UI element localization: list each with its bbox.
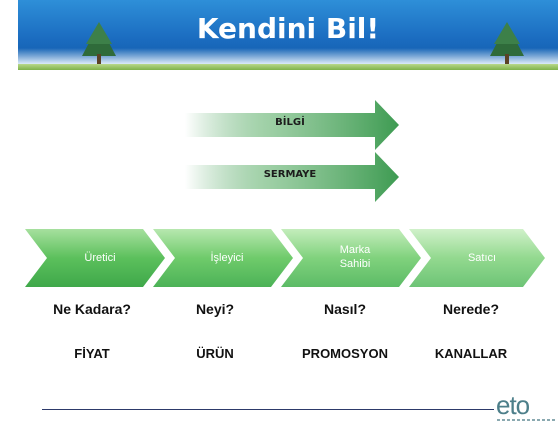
chevron-isleyici — [153, 229, 293, 287]
value-chain — [25, 229, 545, 287]
footer-divider — [42, 409, 494, 410]
question-isleyici: Neyi? — [195, 301, 235, 317]
chevron-label-satici: Satıcı — [467, 252, 497, 264]
flow-label-bilgi: BİLGİ — [275, 117, 305, 128]
answer-fiyat: FİYAT — [74, 346, 110, 361]
question-satici: Nerede? — [442, 301, 500, 317]
bilgi-arrow — [185, 100, 399, 150]
sermaye-arrow — [185, 152, 399, 202]
tree-icon — [82, 22, 116, 64]
chevron-label-uretici: Üretici — [84, 252, 116, 264]
answer-urun: ÜRÜN — [196, 346, 234, 361]
question-uretici: Ne Kadara? — [53, 301, 131, 317]
flow-label-sermaye: SERMAYE — [263, 169, 317, 180]
answer-kanallar: KANALLAR — [434, 346, 508, 361]
question-marka-sahibi: Nasıl? — [323, 301, 366, 317]
page-title: Kendini Bil! — [196, 12, 380, 45]
chevron-satici — [409, 229, 545, 287]
chevron-label-isleyici: İşleyici — [210, 252, 244, 264]
chevron-label-marka-sahibi: Marka Sahibi — [339, 244, 371, 270]
header-banner: Kendini Bil! — [18, 0, 558, 70]
eto-logo: eto — [496, 390, 530, 420]
chevron-uretici — [25, 229, 165, 287]
grass-strip — [18, 64, 558, 70]
chevron-marka-sahibi — [281, 229, 421, 287]
logo-tagline-mark — [497, 419, 557, 421]
tree-icon — [490, 22, 524, 64]
answer-promosyon: PROMOSYON — [302, 346, 388, 361]
